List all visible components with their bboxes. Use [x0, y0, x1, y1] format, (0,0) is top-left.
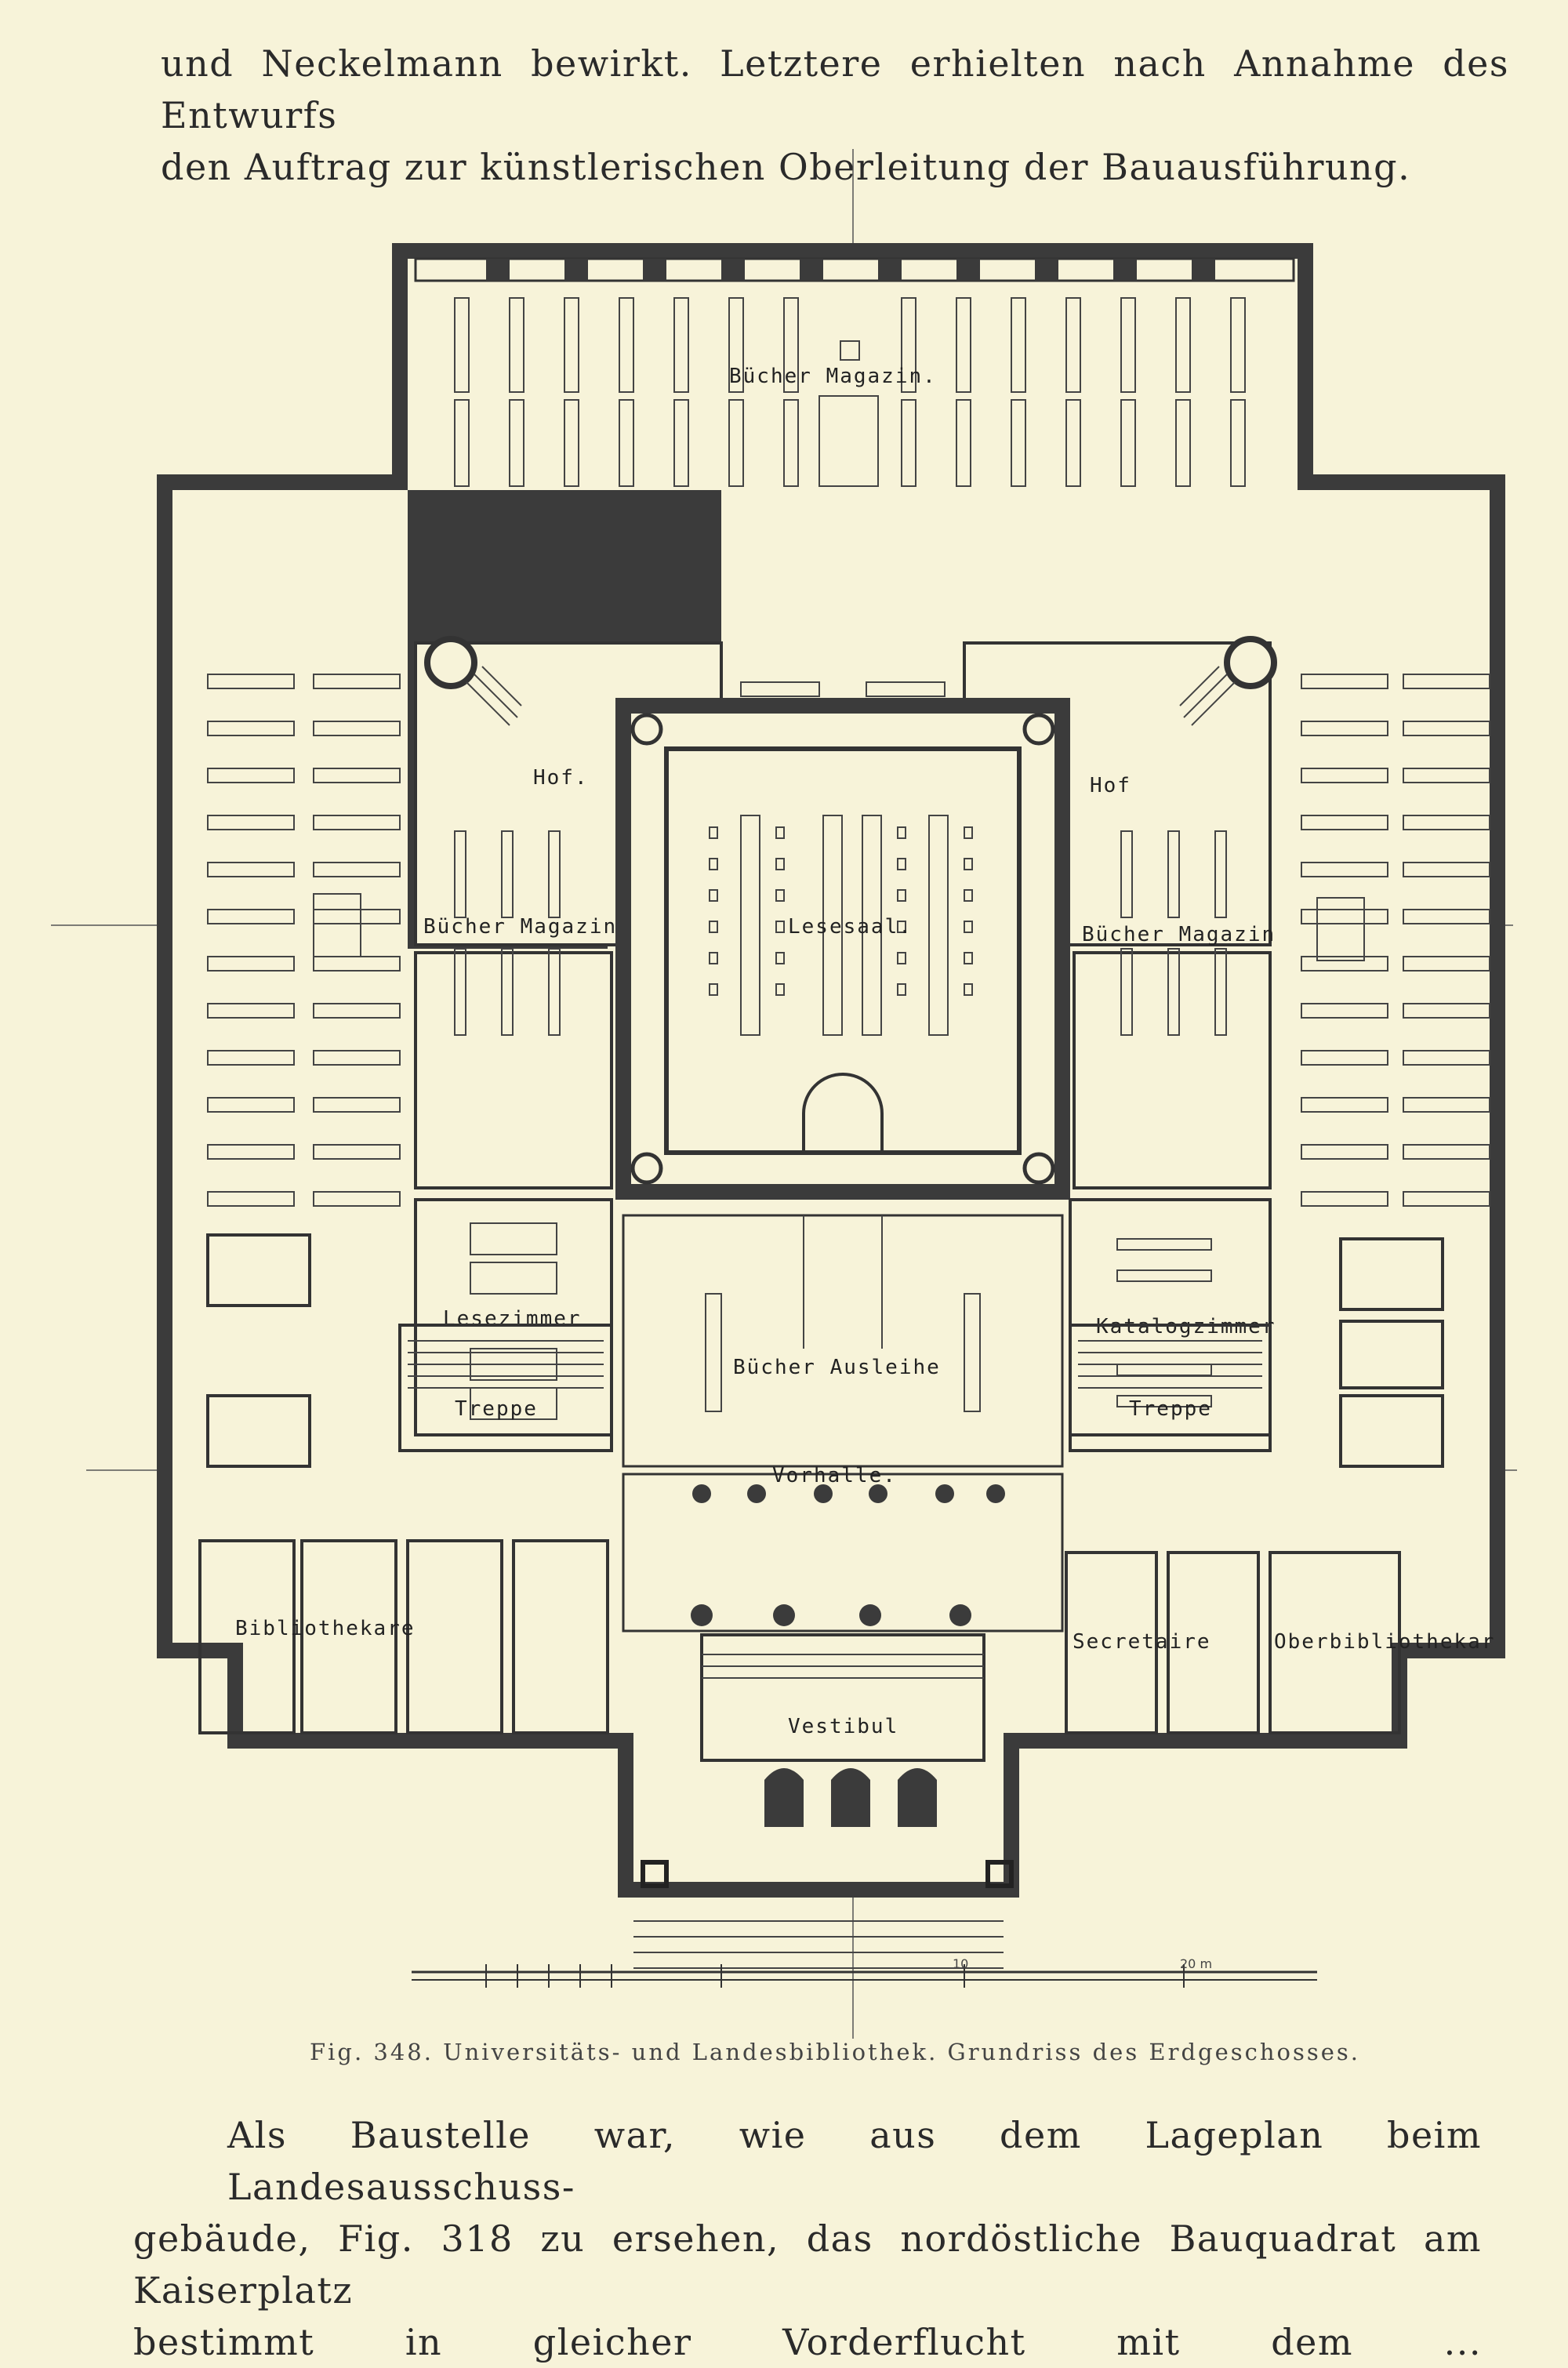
- label-treppe-left: Treppe: [455, 1397, 538, 1421]
- reading-tables: [740, 815, 949, 1036]
- label-treppe-right: Treppe: [1129, 1397, 1212, 1421]
- label-hof-right: Hof: [1090, 774, 1131, 797]
- text-bottom-line-1: Als Baustelle war, wie aus dem Lageplan …: [227, 2114, 1482, 2208]
- label-hof-left: Hof.: [533, 766, 589, 790]
- scale-label-10: 10: [953, 1956, 968, 1971]
- text-top-line-2: den Auftrag zur künstlerischen Oberleitu…: [161, 146, 1411, 188]
- text-bottom-line-3: bestimmt in gleicher Vorderflucht mit de…: [133, 2321, 1482, 2363]
- label-vorhalle: Vorhalle.: [772, 1464, 897, 1487]
- top-magazine-shelves: [454, 297, 1246, 487]
- text-bottom-line-2: gebäude, Fig. 318 zu ersehen, das nordös…: [133, 2217, 1482, 2312]
- label-lesesaal: Lesesaal.: [788, 915, 913, 939]
- label-bucher-magazin-left: Bücher Magazin: [423, 915, 617, 939]
- scale-bar: [412, 1964, 1317, 1988]
- label-vestibul: Vestibul: [788, 1715, 898, 1738]
- scale-label-20: 20 m: [1180, 1956, 1212, 1971]
- floor-plan: Bücher Magazin. Hof. Hof: [51, 149, 1517, 2039]
- text-bottom: Als Baustelle war, wie aus dem Lageplan …: [133, 2109, 1482, 2368]
- text-top-line-1: und Neckelmann bewirkt. Letztere erhielt…: [161, 42, 1509, 136]
- label-bucher-magazin-top: Bücher Magazin.: [729, 365, 937, 388]
- reading-seats: [709, 826, 973, 996]
- label-oberbibliothekar: Oberbibliothekar: [1274, 1630, 1495, 1654]
- label-bucher-ausleihe: Bücher Ausleihe: [733, 1356, 941, 1379]
- text-top: und Neckelmann bewirkt. Letztere erhielt…: [161, 38, 1509, 193]
- label-lesezimmer: Lesezimmer: [443, 1307, 582, 1331]
- front-steps: [633, 1920, 1004, 1969]
- label-sekretaire: Secretaire: [1073, 1630, 1211, 1654]
- label-bibliothekare: Bibliothekare: [235, 1617, 416, 1640]
- right-wing-shelves: [1301, 674, 1490, 1207]
- left-wing-shelves: [207, 674, 401, 1207]
- top-windows: [414, 257, 1295, 282]
- bottom-offices: [198, 1233, 1444, 1734]
- label-bucher-magazin-right: Bücher Magazin: [1082, 923, 1276, 946]
- figure-caption: Fig. 348. Universitäts- und Landesbiblio…: [310, 2039, 1361, 2065]
